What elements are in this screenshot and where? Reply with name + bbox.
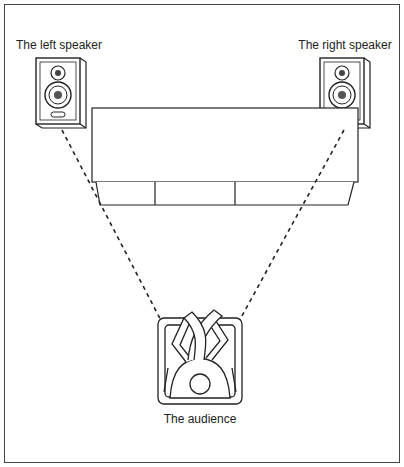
caption-label: The right speaker (298, 38, 391, 52)
left-speaker (36, 58, 86, 128)
sight-lines (62, 130, 344, 334)
caption-label: The audience (164, 412, 237, 426)
caption-label: The left speaker (16, 38, 102, 52)
tv-cabinet (92, 108, 358, 205)
audience-figure (158, 310, 242, 404)
frame (5, 5, 400, 463)
